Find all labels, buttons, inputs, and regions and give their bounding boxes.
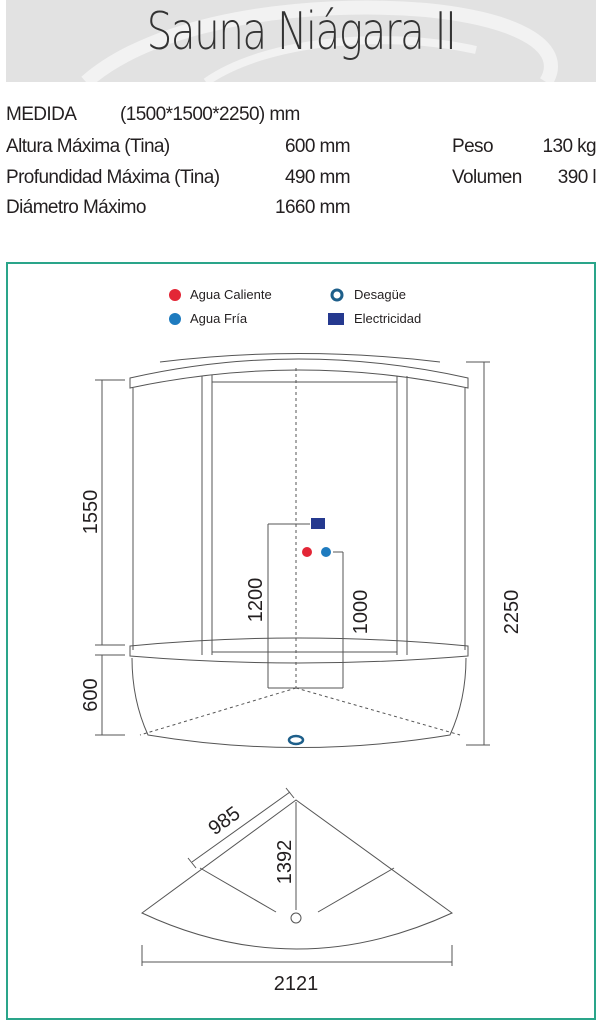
- page-title: Sauna Niágara II: [146, 2, 457, 62]
- spec-label: Altura Máxima (Tina): [6, 136, 170, 157]
- electricity-point: [311, 518, 325, 529]
- peso-value: 130 kg: [542, 136, 597, 157]
- spec-value: 490 mm: [284, 167, 351, 188]
- diagram-frame: [6, 262, 596, 1020]
- peso-label: Peso: [452, 136, 494, 157]
- spec-value: 600 mm: [284, 136, 351, 157]
- dim-985: 985: [205, 802, 245, 839]
- spec-label: Profundidad Máxima (Tina): [6, 167, 220, 188]
- dim-600: 600: [80, 678, 102, 711]
- front-view: [95, 353, 490, 748]
- medida-label: MEDIDA: [6, 104, 77, 125]
- electricity-icon: [328, 313, 344, 325]
- dim-1200: 1200: [245, 578, 267, 623]
- spec-label: Diámetro Máximo: [6, 197, 146, 218]
- cold-water-point: [321, 547, 331, 557]
- dim-1392: 1392: [274, 840, 296, 885]
- cold-water-icon: [169, 313, 181, 325]
- legend-hot-water: Agua Caliente: [190, 287, 272, 302]
- hot-water-icon: [169, 289, 181, 301]
- title-banner: Sauna Niágara II: [6, 0, 596, 82]
- volumen-label: Volumen: [452, 167, 522, 188]
- spec-value: 1660 mm: [274, 197, 351, 218]
- volumen-value: 390 l: [557, 167, 597, 188]
- legend-cold-water: Agua Fría: [190, 311, 248, 326]
- dim-2250: 2250: [501, 590, 523, 635]
- top-view: [141, 787, 453, 966]
- dim-1000: 1000: [350, 590, 372, 635]
- medida-value: (1500*1500*2250) mm: [120, 104, 300, 125]
- drain-point: [287, 734, 305, 746]
- legend-drain: Desagüe: [354, 287, 406, 302]
- legend-electricity: Electricidad: [354, 311, 421, 326]
- dim-2121: 2121: [274, 973, 319, 995]
- dim-1550: 1550: [80, 490, 102, 535]
- hot-water-point: [302, 547, 312, 557]
- drain-icon: [330, 288, 344, 302]
- banner-swoosh: [81, 0, 558, 82]
